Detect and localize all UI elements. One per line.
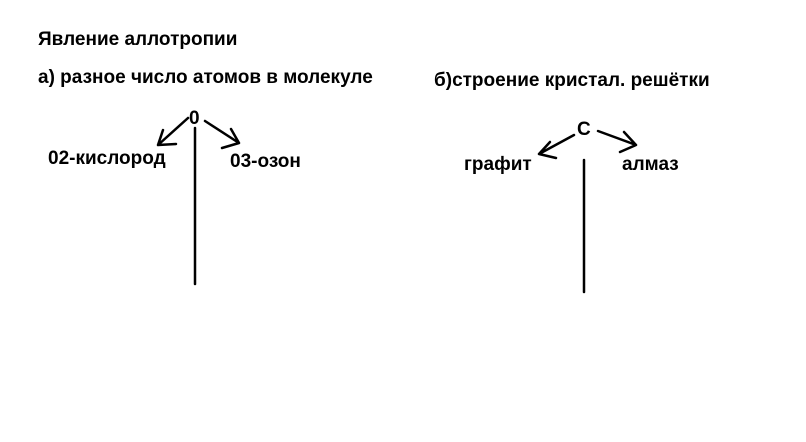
graphite-allotrope-label: графит (464, 154, 532, 175)
oxygen-allotrope-label: 02-кислород (48, 148, 166, 169)
page-title: Явление аллотропии (38, 29, 238, 50)
element-oxygen-label: 0 (189, 108, 200, 129)
arrow-right-a (203, 119, 241, 150)
diamond-allotrope-label: алмаз (622, 154, 679, 175)
arrow-left-a (156, 116, 190, 147)
arrow-left-b (537, 133, 576, 160)
arrow-right-b (596, 129, 638, 154)
ozone-allotrope-label: 03-озон (230, 151, 301, 172)
case-a-heading: а) разное число атомов в молекуле (38, 67, 373, 88)
case-b-heading: б)строение кристал. решётки (434, 70, 710, 91)
element-carbon-label: C (577, 119, 591, 140)
